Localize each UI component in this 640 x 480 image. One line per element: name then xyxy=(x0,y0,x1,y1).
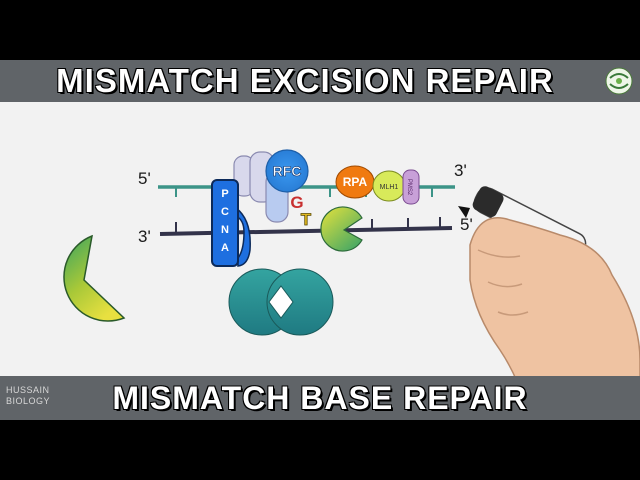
pcna-ring-shape xyxy=(228,268,334,336)
repair-diagram: 5' 3' 3' 5' RFC G T P xyxy=(63,149,640,420)
brand-logo-icon xyxy=(605,67,633,95)
pcna-letter-4: A xyxy=(221,242,229,254)
mlh1-protein: MLH1 xyxy=(372,170,406,202)
pms2-protein: PMS2 xyxy=(402,169,420,205)
pcna-letter-1: P xyxy=(221,188,228,200)
label-top-left-5prime: 5' xyxy=(138,169,151,188)
muts-small-shape xyxy=(320,206,363,252)
hand-with-marker xyxy=(458,186,640,420)
video-title: MISMATCH EXCISION REPAIR xyxy=(56,62,554,99)
pms2-label: PMS2 xyxy=(406,179,412,196)
pcna-clamp: P C N A xyxy=(211,179,251,267)
brand-line-1: HUSSAIN xyxy=(6,385,50,395)
pcna-letters: P C N A xyxy=(221,188,229,254)
brand-name: HUSSAIN BIOLOGY xyxy=(6,385,66,407)
label-top-right-3prime: 3' xyxy=(454,161,467,180)
bottom-title-banner: HUSSAIN BIOLOGY MISMATCH BASE REPAIR xyxy=(0,376,640,420)
video-subtitle: MISMATCH BASE REPAIR xyxy=(112,380,528,416)
rpa-label: RPA xyxy=(343,175,368,189)
label-bottom-right-5prime: 5' xyxy=(460,215,473,234)
mlh1-label: MLH1 xyxy=(380,184,399,191)
rpa-protein: RPA xyxy=(335,165,375,199)
label-bottom-left-3prime: 3' xyxy=(138,227,151,246)
base-t: T xyxy=(301,210,312,229)
brand-line-2: BIOLOGY xyxy=(6,396,51,406)
rfc-protein: RFC xyxy=(265,149,309,193)
top-title-banner: MISMATCH EXCISION REPAIR xyxy=(0,60,640,102)
muts-large-shape xyxy=(63,234,126,322)
whiteboard-canvas: 5' 3' 3' 5' RFC G T P xyxy=(0,60,640,420)
pcna-letter-3: N xyxy=(221,224,229,236)
pcna-letter-2: C xyxy=(221,206,229,218)
base-g: G xyxy=(290,193,303,212)
rfc-label: RFC xyxy=(273,163,302,179)
